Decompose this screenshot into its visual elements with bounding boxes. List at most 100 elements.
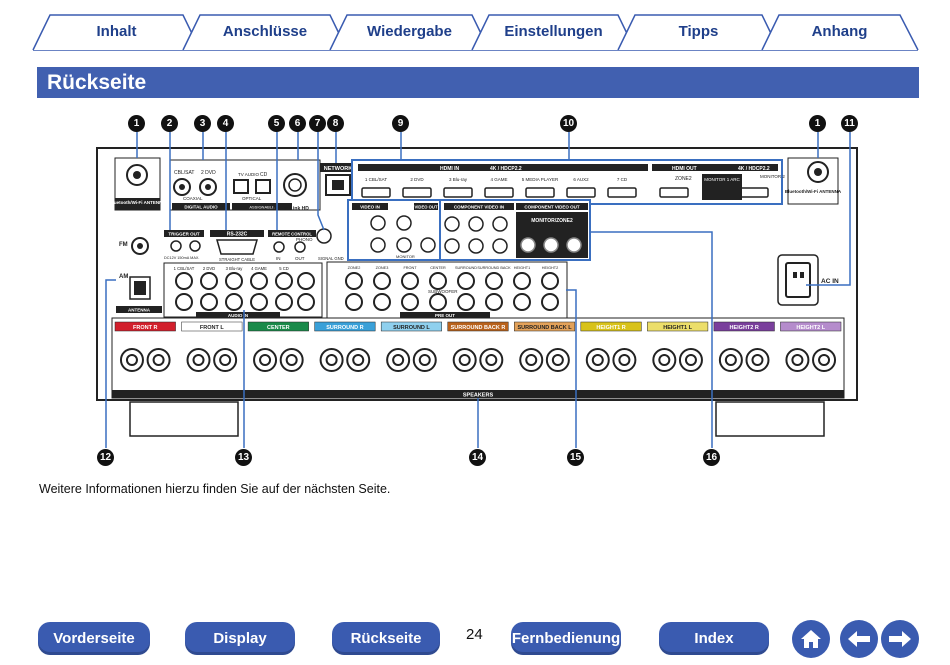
hdmi-input-label: 3 Blu-ray [449, 177, 468, 182]
callout-8: 8 [327, 115, 344, 132]
component-input-jack [492, 216, 508, 232]
speaker-terminal-core [791, 354, 804, 366]
label-digital-audio: DIGITAL AUDIO [184, 205, 218, 210]
label-antenna: ANTENNA [128, 308, 151, 313]
bt-antenna-label-left: Bluetooth/Wi-Fi ANTENNA [109, 200, 166, 205]
callout-6: 6 [289, 115, 306, 132]
component-input-jack [492, 238, 508, 254]
nav-display-button[interactable]: Display [185, 622, 295, 655]
label-component-out: COMPONENT VIDEO OUT [524, 205, 580, 210]
speaker-group-header [380, 321, 442, 332]
pre-out-jack [429, 272, 447, 290]
label-dvd: 2 DVD [201, 170, 216, 176]
speaker-group-header [514, 321, 576, 332]
speaker-group-header [447, 321, 509, 332]
pre-out-label: ZONE2 [348, 266, 361, 270]
tab-bar: Inhalt Anschlüsse Wiedergabe Einstellung… [0, 0, 950, 56]
label-audio-in: AUDIO IN [228, 313, 248, 318]
phono-jack [297, 293, 315, 311]
speaker-terminal-core [684, 354, 697, 366]
label-cbl-sat: CBL/SAT [174, 170, 194, 176]
pre-out-label: HEIGHT1 [514, 266, 530, 270]
tab-wiedergabe[interactable]: Wiedergabe [367, 22, 452, 40]
pre-out-jack [373, 293, 391, 311]
pre-out-jack [429, 293, 447, 311]
nav-rueckseite-button[interactable]: Rückseite [332, 622, 440, 655]
tab-inhalt[interactable]: Inhalt [96, 22, 137, 40]
label-video-monitor: MONITOR [396, 254, 415, 259]
pre-out-label: ZONE3 [376, 266, 389, 270]
prev-page-button[interactable] [840, 620, 878, 658]
label-optical: OPTICAL [242, 196, 262, 201]
pre-out-jack [485, 272, 503, 290]
component-input-jack [468, 216, 484, 232]
speaker-group-header [780, 321, 842, 332]
speaker-terminal-core [152, 354, 165, 366]
pre-out-jack [373, 272, 391, 290]
digital-audio-block: CBL/SAT 2 DVD TV AUDIO CD COAXIAL OPTICA… [169, 159, 321, 212]
label-monitor2: MONITOR 2 [760, 174, 785, 179]
tab-anschluesse[interactable]: Anschlüsse [222, 22, 308, 40]
label-monitor-arc: MONITOR 1 ARC [704, 177, 740, 182]
label-cd: CD [260, 172, 268, 178]
page-number: 24 [466, 626, 483, 643]
home-icon [801, 630, 821, 648]
pre-out-label: CENTER [430, 266, 446, 270]
nav-index-button[interactable]: Index [659, 622, 769, 655]
tab-bar-outline [32, 14, 919, 51]
speaker-group-header [314, 321, 376, 332]
label-hdmi-spec-out: 4K / HDCP2.2 [738, 166, 770, 172]
tab-tipps[interactable]: Tipps [678, 22, 719, 40]
speaker-group-label: HEIGHT2 L [796, 325, 825, 331]
speaker-terminal-core [325, 354, 338, 366]
arrow-left-icon [848, 631, 870, 647]
label-speakers: SPEAKERS [463, 393, 494, 399]
speaker-group-label: SURROUND BACK L [517, 325, 572, 331]
nav-fernbedienung-button[interactable]: Fernbedienung [511, 622, 621, 655]
speaker-group-label: SURROUND L [393, 325, 430, 331]
speaker-group-header [580, 321, 642, 332]
tab-einstellungen[interactable]: Einstellungen [504, 22, 603, 40]
video-block: VIDEO IN VIDEO OUT MONITOR [347, 199, 443, 261]
home-button[interactable] [792, 620, 830, 658]
page-title: Rückseite [37, 67, 919, 98]
nav-vorderseite-button[interactable]: Vorderseite [38, 622, 150, 655]
speaker-terminal-core [724, 354, 737, 366]
hdmi-input-port [525, 187, 555, 198]
hdmi-block: HDMI IN 4K / HDCP2.2 HDMI OUT 4K / HDCP2… [351, 159, 785, 205]
pre-out-jack [513, 272, 531, 290]
label-fm: FM [119, 242, 128, 248]
hdmi-input-label: 2 DVD [410, 177, 424, 182]
label-pre-out: PRE OUT [435, 313, 455, 318]
audio-input-label: 2 DVD [203, 266, 215, 271]
speaker-terminal-core [219, 354, 232, 366]
tab-anhang[interactable]: Anhang [811, 22, 868, 40]
callout-leaders [105, 132, 851, 448]
speaker-group-label: FRONT R [133, 325, 157, 331]
pre-out-jack [345, 272, 363, 290]
bt-antenna-left: Bluetooth/Wi-Fi ANTENNA [109, 157, 166, 211]
speaker-terminal-core [551, 354, 564, 366]
speaker-group-label: CENTER [267, 325, 290, 331]
component-input-jack [444, 238, 460, 254]
label-remote-control: REMOTE CONTROL [272, 232, 312, 237]
callout-1b: 1 [809, 115, 826, 132]
audio-input-jack [250, 293, 268, 311]
speaker-group-header [247, 321, 309, 332]
audio-input-jack [225, 272, 243, 290]
hdmi-input-label: 1 CBL/SAT [365, 177, 387, 182]
label-video-in: VIDEO IN [360, 205, 380, 210]
audio-input-jack [175, 272, 193, 290]
label-trigger-spec: DC12V 150mA MAX. [164, 256, 199, 260]
label-straight-cable: STRAIGHT CABLE [219, 257, 255, 262]
audio-input-jack [200, 293, 218, 311]
hdmi-output-port [739, 187, 769, 198]
audio-input-label: 4 GAME [251, 266, 267, 271]
info-note: Weitere Informationen hierzu finden Sie … [39, 482, 391, 496]
speaker-terminal-core [192, 354, 205, 366]
label-hdmi-in: HDMI IN [440, 166, 460, 172]
label-hdmi-out: HDMI OUT [672, 166, 697, 172]
hdmi-input-port [402, 187, 432, 198]
next-page-button[interactable] [881, 620, 919, 658]
